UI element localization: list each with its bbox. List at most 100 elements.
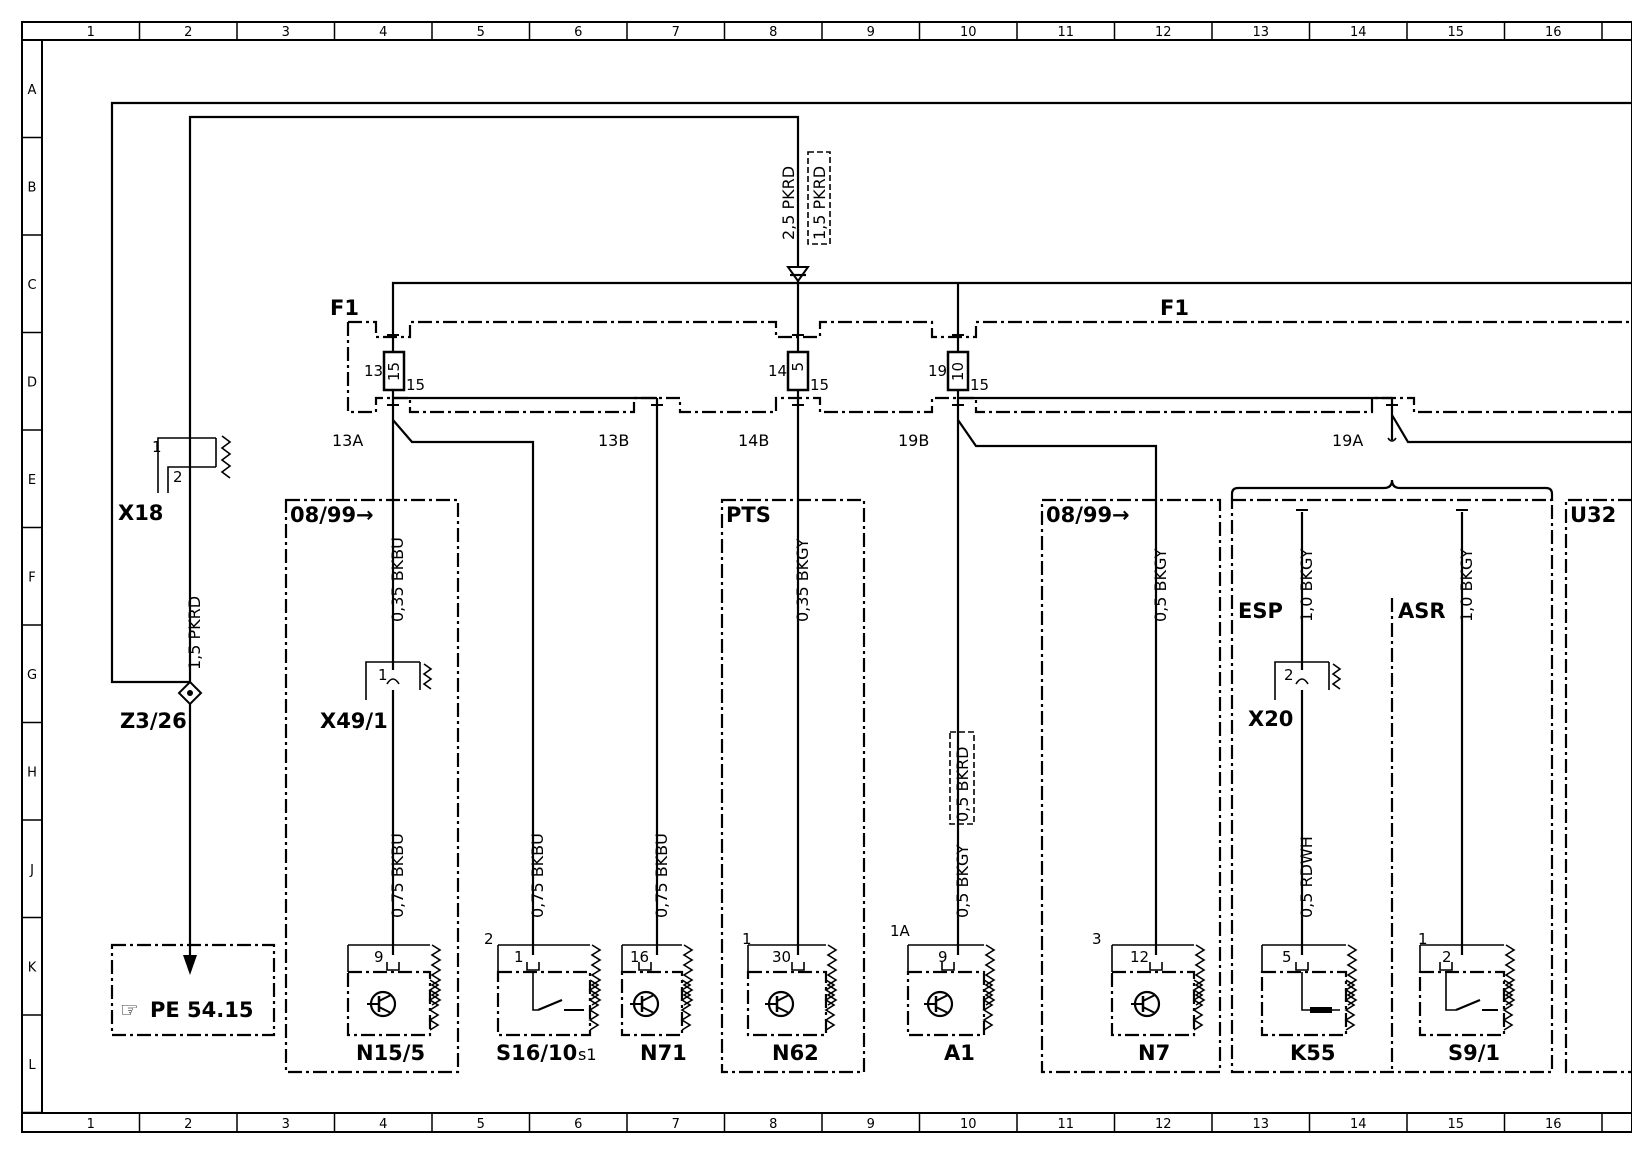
splice-14b: 14B	[738, 431, 769, 450]
asr-label: ASR	[1398, 599, 1446, 623]
wire-n15-bottom: 0,75 BKBU	[388, 833, 407, 918]
grid-column-label: 3	[282, 25, 290, 40]
grid-column-label: 13	[1252, 25, 1269, 40]
grid-column-label: 15	[1447, 25, 1464, 40]
grid-column-label: 8	[769, 1117, 777, 1132]
grid-row-label: D	[27, 375, 37, 390]
splice-13b: 13B	[598, 431, 629, 450]
s16-10-label: S16/10	[496, 1041, 577, 1065]
fuse-13-input: 13	[364, 362, 383, 380]
fuse-14-output: 15	[810, 376, 829, 394]
n7-label: N7	[1138, 1041, 1170, 1065]
wire-a1-alt: 0,5 BKRD	[953, 747, 972, 822]
arrow-right-icon: →	[356, 503, 374, 527]
transistor-icon	[630, 990, 660, 1018]
grid-ticks: 1122334455667788991010111112121313141415…	[22, 22, 1603, 1132]
n62-component	[746, 944, 838, 1037]
s16-10-pin-2: 2	[484, 930, 494, 948]
fuse-13-rating: 15	[385, 362, 403, 381]
grid-column-label: 4	[379, 1117, 387, 1132]
a1-component	[906, 944, 996, 1037]
grid-column-label: 6	[574, 25, 582, 40]
splice-13a: 13A	[332, 431, 363, 450]
wire-k55: 0,5 RDWH	[1297, 836, 1316, 918]
s9-1-label: S9/1	[1448, 1041, 1500, 1065]
wire-s16-10: 0,75 BKBU	[528, 833, 547, 918]
fuse-19-output: 15	[970, 376, 989, 394]
grid-column-label: 14	[1350, 1117, 1367, 1132]
grid-column-label: 12	[1155, 1117, 1172, 1132]
pts-label: PTS	[726, 503, 771, 527]
z3-26-label: Z3/26	[120, 709, 187, 733]
s9-1-pin-2: 2	[1442, 948, 1452, 966]
fuse-19-input: 19	[928, 362, 947, 380]
grid-row-label: E	[28, 473, 36, 488]
fuse-19-rating: 10	[949, 362, 967, 381]
grid-column-label: 12	[1155, 25, 1172, 40]
transistor-icon	[924, 990, 954, 1018]
x20-label: X20	[1248, 707, 1293, 731]
transistor-icon	[765, 990, 795, 1018]
wire-main-alt: 1,5 PKRD	[810, 166, 829, 240]
x20-pin-2: 2	[1284, 666, 1294, 684]
grid-column-label: 16	[1545, 25, 1562, 40]
wire-asr: 1,0 BKGY	[1457, 548, 1476, 622]
grid-column-label: 7	[672, 25, 680, 40]
switch-icon	[532, 972, 584, 1012]
n15-5-pin-9: 9	[374, 948, 384, 966]
u32-label: U32	[1570, 503, 1616, 527]
wire-esp: 1,0 BKGY	[1297, 548, 1316, 622]
grid-column-label: 16	[1545, 1117, 1562, 1132]
s16-10-sub-label: s1	[578, 1045, 597, 1064]
k55-component	[1260, 944, 1358, 1037]
grid-row-label: A	[28, 83, 37, 98]
n62-pin-30: 30	[772, 948, 791, 966]
fuse-14-input: 14	[768, 362, 787, 380]
x49-1-label: X49/1	[320, 709, 388, 733]
switch-icon	[1445, 972, 1498, 1012]
reference-pe: PE 54.15	[150, 998, 253, 1022]
grid-column-label: 10	[960, 1117, 977, 1132]
grid-column-label: 11	[1057, 25, 1074, 40]
grid-column-label: 7	[672, 1117, 680, 1132]
f1-left-label: F1	[330, 296, 359, 320]
grid-column-label: 5	[477, 25, 485, 40]
date-label-left: 08/99	[290, 503, 356, 527]
wire-a1: 0,5 BKGY	[953, 844, 972, 918]
date-label-right: 08/99	[1046, 503, 1112, 527]
fuse-13-output: 15	[406, 376, 425, 394]
n62-pin-1: 1	[742, 930, 752, 948]
grid-column-label: 15	[1447, 1117, 1464, 1132]
fuse-14-rating: 5	[789, 362, 807, 372]
grid-column-label: 14	[1350, 25, 1367, 40]
s9-1-pin-1: 1	[1418, 930, 1428, 948]
x18-pin-1: 1	[152, 438, 162, 456]
transistor-icon	[1131, 990, 1161, 1018]
outer-frame	[21, 21, 1632, 1133]
relay-icon	[1301, 972, 1340, 1013]
grid-column-label: 2	[184, 25, 192, 40]
grid-row-label: J	[29, 863, 34, 878]
x18-pin-2: 2	[173, 468, 183, 486]
n62-label: N62	[772, 1041, 819, 1065]
grid-column-label: 4	[379, 25, 387, 40]
grid-column-label: 9	[867, 1117, 875, 1132]
wire-n62: 0,35 BKGY	[793, 538, 812, 622]
grid-row-label: F	[28, 570, 35, 585]
grid-column-label: 5	[477, 1117, 485, 1132]
grid-row-label: K	[28, 960, 37, 975]
wire-n7: 0,5 BKGY	[1151, 548, 1170, 622]
grid-row-label: G	[27, 668, 37, 683]
grid-row-label: B	[28, 180, 37, 195]
n7-component	[1110, 944, 1206, 1037]
k55-label: K55	[1290, 1041, 1336, 1065]
x49-1-pin-1: 1	[378, 666, 388, 684]
a1-pin-1a: 1A	[890, 922, 911, 940]
s16-10-pin-1: 1	[514, 948, 524, 966]
grid-column-label: 6	[574, 1117, 582, 1132]
grid-column-label: 9	[867, 25, 875, 40]
grid-row-label: H	[27, 765, 37, 780]
grid-column-label: 1	[87, 1117, 95, 1132]
wire-n15-top: 0,35 BKBU	[388, 537, 407, 622]
